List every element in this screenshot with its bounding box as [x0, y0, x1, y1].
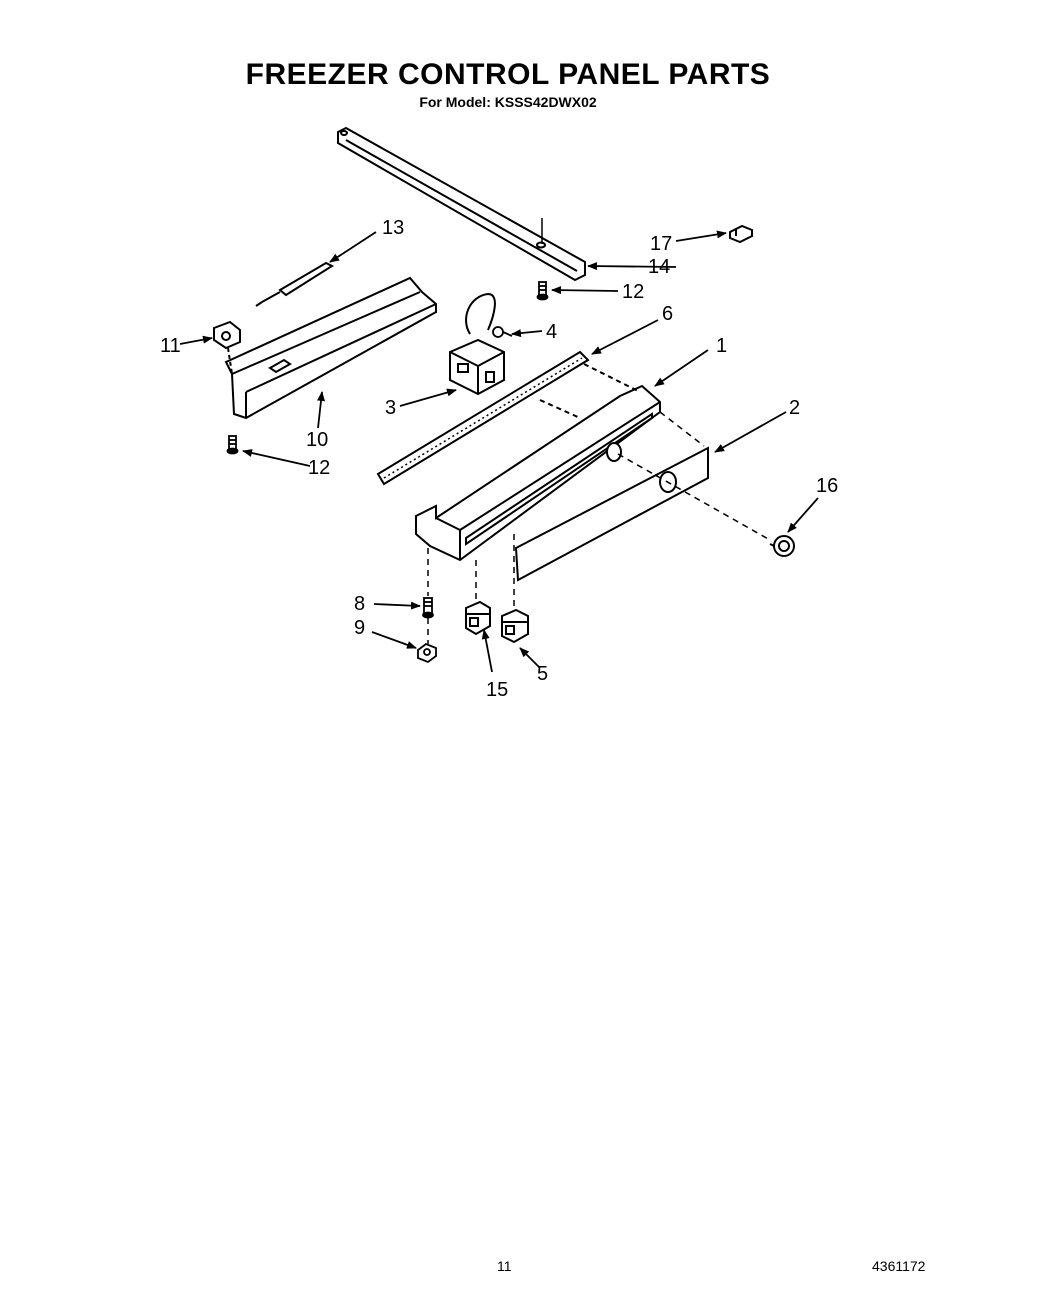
callout-11: 11 — [160, 335, 181, 357]
part-12-screw-upper — [536, 281, 549, 301]
part-15-switch-button — [465, 600, 491, 636]
leader-lines — [179, 230, 819, 673]
callout-12-lower: 12 — [308, 457, 330, 479]
callout-16: 16 — [816, 475, 838, 497]
part-4-screw — [492, 326, 513, 338]
document-number: 4361172 — [872, 1258, 926, 1274]
callout-2: 2 — [789, 397, 800, 419]
callout-8: 8 — [354, 593, 365, 615]
callout-13: 13 — [382, 217, 404, 239]
part-11-holder — [213, 320, 241, 350]
callout-3: 3 — [385, 397, 396, 419]
callout-9: 9 — [354, 617, 365, 639]
part-8-screw — [422, 597, 434, 619]
callout-labels: 1 2 3 4 5 6 8 9 10 11 12 12 13 14 15 16 … — [160, 217, 838, 701]
part-10-rail-bracket — [224, 276, 437, 420]
callout-10: 10 — [306, 429, 328, 451]
page-title: FREEZER CONTROL PANEL PARTS — [245, 58, 771, 91]
callout-5: 5 — [537, 663, 548, 685]
part-1-control-housing — [415, 363, 661, 562]
part-17-clip — [729, 224, 753, 244]
callout-1: 1 — [716, 335, 727, 357]
callout-14: 14 — [648, 256, 670, 278]
callout-12-upper: 12 — [622, 281, 644, 303]
part-6-insulation-strip — [376, 350, 590, 486]
part-13-sensor — [255, 261, 335, 307]
model-subtitle: For Model: KSSS42DWX02 — [419, 94, 597, 110]
part-3-control-switch — [449, 292, 505, 396]
callout-17: 17 — [650, 233, 672, 255]
part-5-switch-button — [501, 608, 529, 644]
callout-15: 15 — [486, 679, 508, 701]
part-12-screw-lower — [226, 435, 239, 455]
callout-4: 4 — [546, 321, 557, 343]
callout-6: 6 — [662, 303, 673, 325]
part-2-overlay-panel — [514, 446, 709, 582]
part-16-knob — [769, 535, 795, 557]
page-number: 11 — [497, 1258, 512, 1274]
part-14-top-bracket — [337, 126, 586, 282]
part-9-nut — [417, 642, 437, 664]
assembly-lines — [427, 411, 771, 644]
